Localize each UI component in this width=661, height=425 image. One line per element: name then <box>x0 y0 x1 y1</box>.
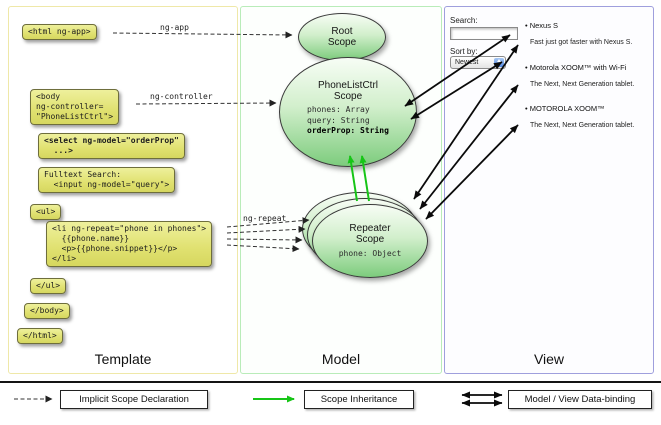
bullet-icon <box>525 104 530 113</box>
bullet-icon <box>525 63 530 72</box>
bullet-icon <box>525 21 530 30</box>
ng-repeat-label: ng-repeat <box>243 214 287 223</box>
phone-name-text: MOTOROLA XOOM™ <box>529 104 605 113</box>
legend-inheritance-box: Scope Inheritance <box>304 390 414 409</box>
ng-controller-label: ng-controller <box>150 92 213 101</box>
phone-snippet: Fast just got faster with Nexus S. <box>530 39 633 46</box>
code-body-close: </body> <box>24 303 70 319</box>
phonelistctrl-scope-ellipse: PhoneListCtrl Scope phones: Array query:… <box>279 57 417 167</box>
phone-snippet: The Next, Next Generation tablet. <box>530 122 635 129</box>
phonelistctrl-scope-props: phones: Array query: String orderProp: S… <box>307 105 389 136</box>
legend-implicit-label: Implicit Scope Declaration <box>79 394 189 405</box>
phone-name: Motorola XOOM™ with Wi-Fi <box>525 63 652 72</box>
sort-label: Sort by: <box>450 47 478 56</box>
legend-databinding-box: Model / View Data-binding <box>508 390 652 409</box>
template-panel-label: Template <box>94 351 152 367</box>
scope-prop-phones: phones: Array <box>307 105 370 115</box>
root-scope-ellipse: Root Scope <box>298 13 386 61</box>
search-label: Search: <box>450 16 478 25</box>
legend-inheritance-label: Scope Inheritance <box>320 394 398 405</box>
separator-line <box>0 381 661 383</box>
phone-snippet: The Next, Next Generation tablet. <box>530 81 635 88</box>
root-scope-title: Root Scope <box>327 25 357 48</box>
phone-list-item: Motorola XOOM™ with Wi-Fi The Next, Next… <box>525 63 652 88</box>
sort-select-value: Newest <box>455 59 479 66</box>
search-input[interactable] <box>450 27 518 40</box>
phonelistctrl-scope-title: PhoneListCtrl Scope <box>317 79 379 103</box>
phone-list-item: Nexus S Fast just got faster with Nexus … <box>525 21 652 46</box>
repeater-scope-ellipse: Repeater Scope phone: Object <box>312 204 428 278</box>
model-panel: Root Scope PhoneListCtrl Scope phones: A… <box>240 6 442 374</box>
phone-name: Nexus S <box>525 21 652 30</box>
repeater-scope-prop: phone: Object <box>338 248 402 258</box>
code-html-open: <html ng-app> <box>22 24 97 40</box>
phone-name: MOTOROLA XOOM™ <box>525 104 652 113</box>
code-ul-open: <ul> <box>30 204 62 220</box>
sort-select[interactable]: Newest <box>450 56 506 69</box>
legend-databinding-label: Model / View Data-binding <box>524 394 636 405</box>
view-panel: Search: Sort by: Newest Nexus S Fast jus… <box>444 6 654 374</box>
phone-name-text: Motorola XOOM™ with Wi-Fi <box>529 63 627 72</box>
ng-app-label: ng-app <box>160 23 189 32</box>
model-panel-label: Model <box>321 351 361 367</box>
code-html-close: </html> <box>17 328 63 344</box>
view-panel-label: View <box>533 351 565 367</box>
scope-prop-query: query: String <box>307 115 370 125</box>
code-body-open: <body ng-controller= "PhoneListCtrl"> <box>30 89 120 125</box>
template-panel: <html ng-app> <body ng-controller= "Phon… <box>8 6 238 374</box>
dropdown-arrows-icon <box>494 58 504 67</box>
phone-name-text: Nexus S <box>529 21 559 30</box>
code-fulltext-search: Fulltext Search: <input ng-model="query"… <box>38 167 176 193</box>
code-li-repeat: <li ng-repeat="phone in phones"> {{phone… <box>46 221 213 267</box>
code-ul-close: </ul> <box>30 278 67 294</box>
repeater-scope-title: Repeater Scope <box>349 223 391 246</box>
scope-prop-orderprop: orderProp: String <box>307 125 389 135</box>
code-select: <select ng-model="orderProp" ...> <box>38 133 185 159</box>
legend-implicit-box: Implicit Scope Declaration <box>60 390 208 409</box>
phone-list-item: MOTOROLA XOOM™ The Next, Next Generation… <box>525 104 652 129</box>
